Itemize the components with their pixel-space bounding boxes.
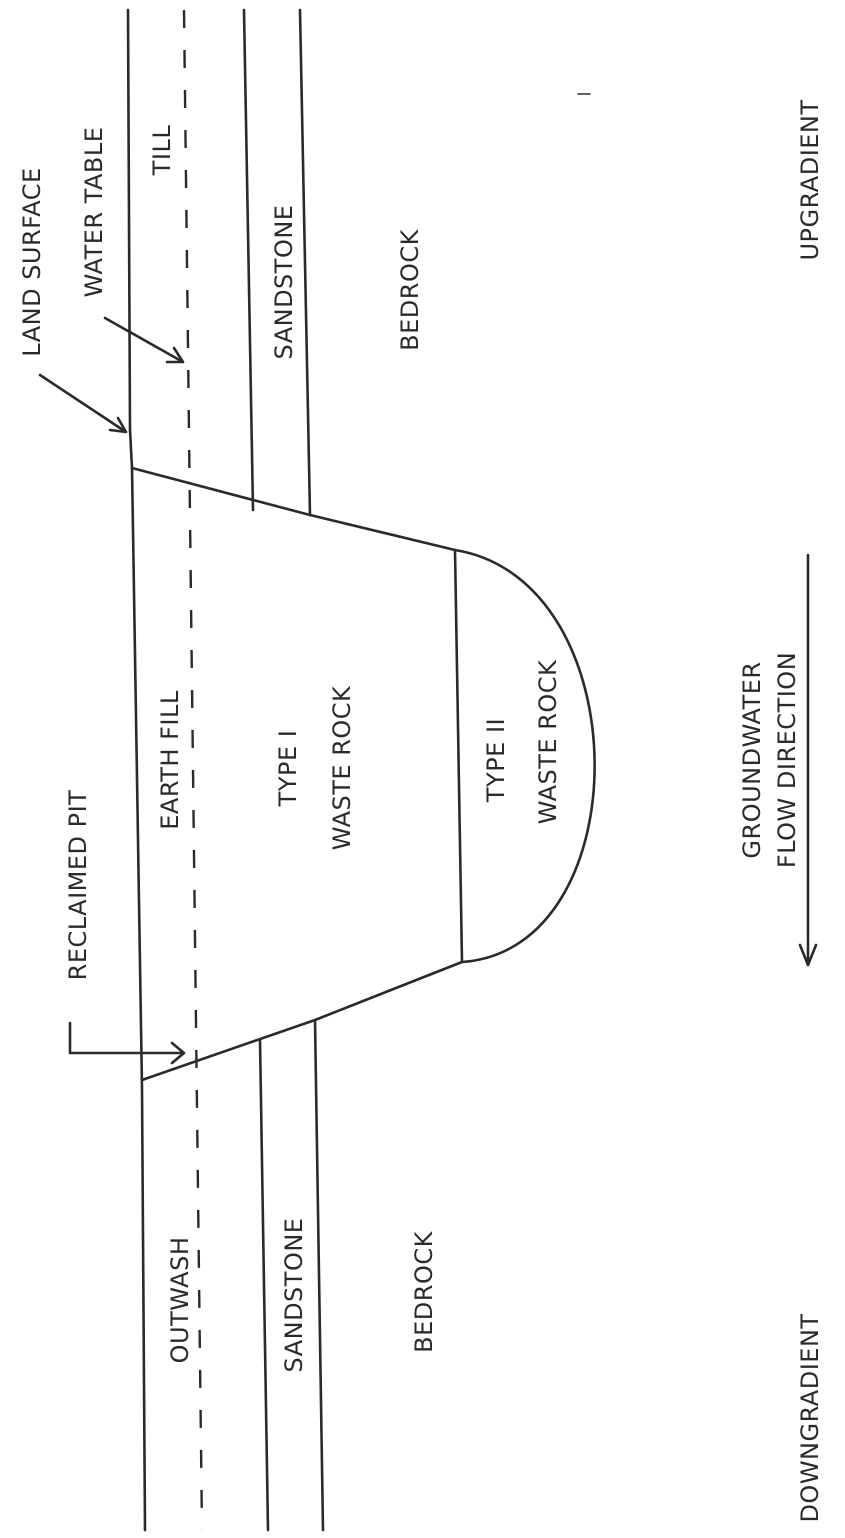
reclaimed-pit-label: RECLAIMED PIT: [64, 790, 92, 981]
earth-fill-label: EARTH FILL: [156, 690, 184, 830]
bedrock-downgradient-label: BEDROCK: [410, 1230, 438, 1352]
type-i-label: TYPE I: [274, 730, 302, 808]
sandstone-top-downgradient: [260, 1040, 268, 1530]
bedrock-top-downgradient: [315, 1020, 323, 1530]
till-label: TILL: [148, 125, 176, 177]
outwash-label: OUTWASH: [166, 1237, 194, 1364]
land-surface-segment: [130, 430, 132, 468]
groundwater-label: GROUNDWATER: [738, 661, 766, 858]
upgradient-label: UPGRADIENT: [796, 99, 824, 260]
type-ii-label: TYPE II: [482, 718, 510, 803]
land-surface-label: LAND SURFACE: [18, 167, 46, 356]
sandstone-downgradient-label: SANDSTONE: [280, 1218, 308, 1373]
waste-rock-ii-label: WASTE ROCK: [534, 659, 562, 824]
bedrock-upgradient-label: BEDROCK: [396, 228, 424, 350]
land-surface-line: [128, 10, 145, 1530]
pit-outline: [132, 468, 595, 1080]
sandstone-upgradient-label: SANDSTONE: [270, 205, 298, 360]
flow-direction-label: FLOW DIRECTION: [773, 652, 801, 868]
water-table-label: WATER TABLE: [80, 127, 108, 298]
groundwater-flow-arrow: [800, 555, 816, 965]
waste-rock-i-label: WASTE ROCK: [328, 685, 356, 850]
downgradient-label: DOWNGRADIENT: [796, 1313, 824, 1522]
reclaimed-pit-leader: [70, 1023, 184, 1063]
land-surface-arrow: [40, 375, 126, 432]
water-table-arrow: [105, 318, 183, 362]
bedrock-top-upgradient: [300, 10, 310, 515]
waste-rock-boundary: [455, 550, 462, 962]
sandstone-top-upgradient: [244, 10, 253, 510]
